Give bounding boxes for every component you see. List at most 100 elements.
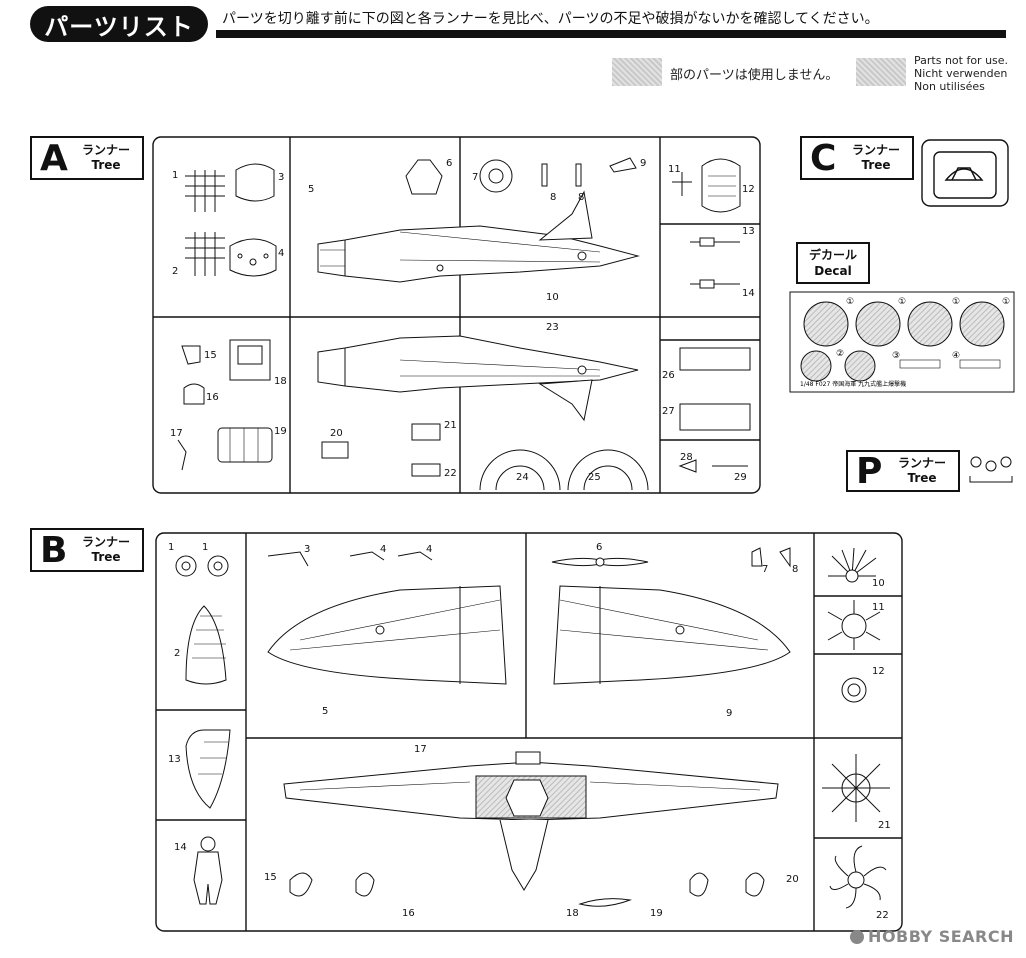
radial-engine-21 (822, 754, 890, 822)
decal-label: デカール Decal (796, 242, 870, 284)
part-a-20: 20 (330, 428, 343, 439)
part-b-11: 11 (872, 602, 885, 613)
tree-a-frame (152, 136, 761, 494)
tree-label-p: P ランナー Tree (846, 450, 960, 492)
part-b-9: 9 (726, 708, 732, 719)
part-a-8: 8 (550, 192, 556, 203)
part-a-25: 25 (588, 472, 601, 483)
tree-label-a: A ランナー Tree (30, 136, 144, 180)
part-a-23: 23 (546, 322, 559, 333)
tree-label-b: B ランナー Tree (30, 528, 144, 572)
part-b-8: 8 (792, 564, 798, 575)
decal-roundel-5 (800, 350, 832, 382)
decal-caption: 1/48 F027 帝国海軍 九九式艦上爆撃機 (800, 380, 906, 388)
part-a-2: 2 (172, 266, 178, 277)
tree-b-frame (155, 532, 903, 932)
part-b-4b: 4 (426, 544, 432, 555)
part-a-4: 4 (278, 248, 284, 259)
tree-p-part (969, 456, 1013, 483)
decal-roundel-1 (803, 301, 849, 347)
part-a-16: 16 (206, 392, 219, 403)
part-b-7: 7 (762, 564, 768, 575)
decal-roundel-4 (959, 301, 1005, 347)
decal-mark-7: ④ (952, 351, 960, 361)
tree-c-en: Tree (861, 158, 891, 172)
tree-c-jp: ランナー (852, 143, 901, 157)
fuselage-half-bottom (317, 335, 639, 422)
tree-a-en: Tree (91, 158, 121, 172)
tree-a-small-parts (177, 157, 751, 491)
part-b-16: 16 (402, 908, 415, 919)
tree-b-small-parts (175, 547, 890, 909)
tree-letter-p: P (856, 450, 883, 492)
tree-a-number-labels: 1 2 3 4 5 6 7 8 8 9 10 11 12 13 14 15 16… (170, 158, 755, 483)
legend-en: Parts not for use. (914, 54, 1009, 67)
part-a-24: 24 (516, 472, 529, 483)
unused-swatch-multi (856, 58, 906, 86)
header-rule (216, 30, 1006, 38)
wing-lower (283, 751, 779, 891)
part-a-8b: 8 (578, 192, 584, 203)
decal-mark-2: ① (898, 297, 906, 307)
part-a-15: 15 (204, 350, 217, 361)
part-a-19: 19 (274, 426, 287, 437)
part-a-11: 11 (668, 164, 681, 175)
part-a-7: 7 (472, 172, 478, 183)
part-a-5: 5 (308, 184, 314, 195)
part-b-1b: 1 (202, 542, 208, 553)
part-a-10: 10 (546, 292, 559, 303)
part-b-15: 15 (264, 872, 277, 883)
part-a-29: 29 (734, 472, 747, 483)
tree-letter-c: C (810, 137, 837, 179)
tree-letter-a: A (40, 137, 68, 179)
engine-part-11 (827, 600, 881, 650)
part-b-12: 12 (872, 666, 885, 677)
part-b-4: 4 (380, 544, 386, 555)
decal-roundel-3 (907, 301, 953, 347)
unused-swatch-jp (612, 58, 662, 86)
part-a-26: 26 (662, 370, 675, 381)
part-b-21: 21 (878, 820, 891, 831)
decal-mark-6: ③ (892, 351, 900, 361)
part-b-3: 3 (304, 544, 310, 555)
tree-c-frame (921, 139, 1009, 207)
part-a-18: 18 (274, 376, 287, 387)
legend-fr: Non utilisées (914, 80, 985, 93)
part-a-1: 1 (172, 170, 178, 181)
watermark-text: HOBBY SEARCH (868, 927, 1014, 946)
canopy-part (944, 168, 984, 181)
part-b-18: 18 (566, 908, 579, 919)
decal-marks: ① ① ① ① ② ③ ④ 1/48 F027 帝国海軍 九九式艦上爆撃機 (800, 297, 1010, 388)
watermark-logo-icon (850, 929, 865, 944)
part-b-5: 5 (322, 706, 328, 717)
legend-de: Nicht verwenden (914, 67, 1008, 80)
decal-roundel-6 (844, 350, 876, 382)
part-a-21: 21 (444, 420, 457, 431)
tree-p-jp: ランナー (898, 456, 947, 470)
part-b-14: 14 (174, 842, 187, 853)
part-a-13: 13 (742, 226, 755, 237)
tree-b-number-labels: 1 1 2 3 4 4 5 6 7 8 9 10 11 12 13 14 15 … (168, 542, 891, 921)
part-b-6: 6 (596, 542, 602, 553)
part-b-10: 10 (872, 578, 885, 589)
part-b-17: 17 (414, 744, 427, 755)
legend-multilang: Parts not for use. Nicht verwenden Non u… (914, 54, 1008, 93)
tree-b-en: Tree (91, 550, 121, 564)
decal-roundel-2 (855, 301, 901, 347)
part-a-14: 14 (742, 288, 755, 299)
wing-upper-right (553, 585, 791, 685)
tree-letter-b: B (40, 529, 68, 571)
engine-part-22 (829, 845, 887, 909)
engine-part-10 (831, 547, 877, 583)
part-a-12: 12 (742, 184, 755, 195)
fuselage-half-top (317, 190, 640, 283)
watermark: HOBBY SEARCH (850, 927, 1014, 946)
part-a-17: 17 (170, 428, 183, 439)
instruction-text: パーツを切り離す前に下の図と各ランナーを見比べ、パーツの不足や破損がないかを確認… (222, 11, 879, 27)
page-title: パーツリスト (30, 6, 208, 42)
part-b-2: 2 (174, 648, 180, 659)
decal-mark-4: ① (1002, 297, 1010, 307)
tree-b-jp: ランナー (82, 535, 131, 549)
part-b-22: 22 (876, 910, 889, 921)
